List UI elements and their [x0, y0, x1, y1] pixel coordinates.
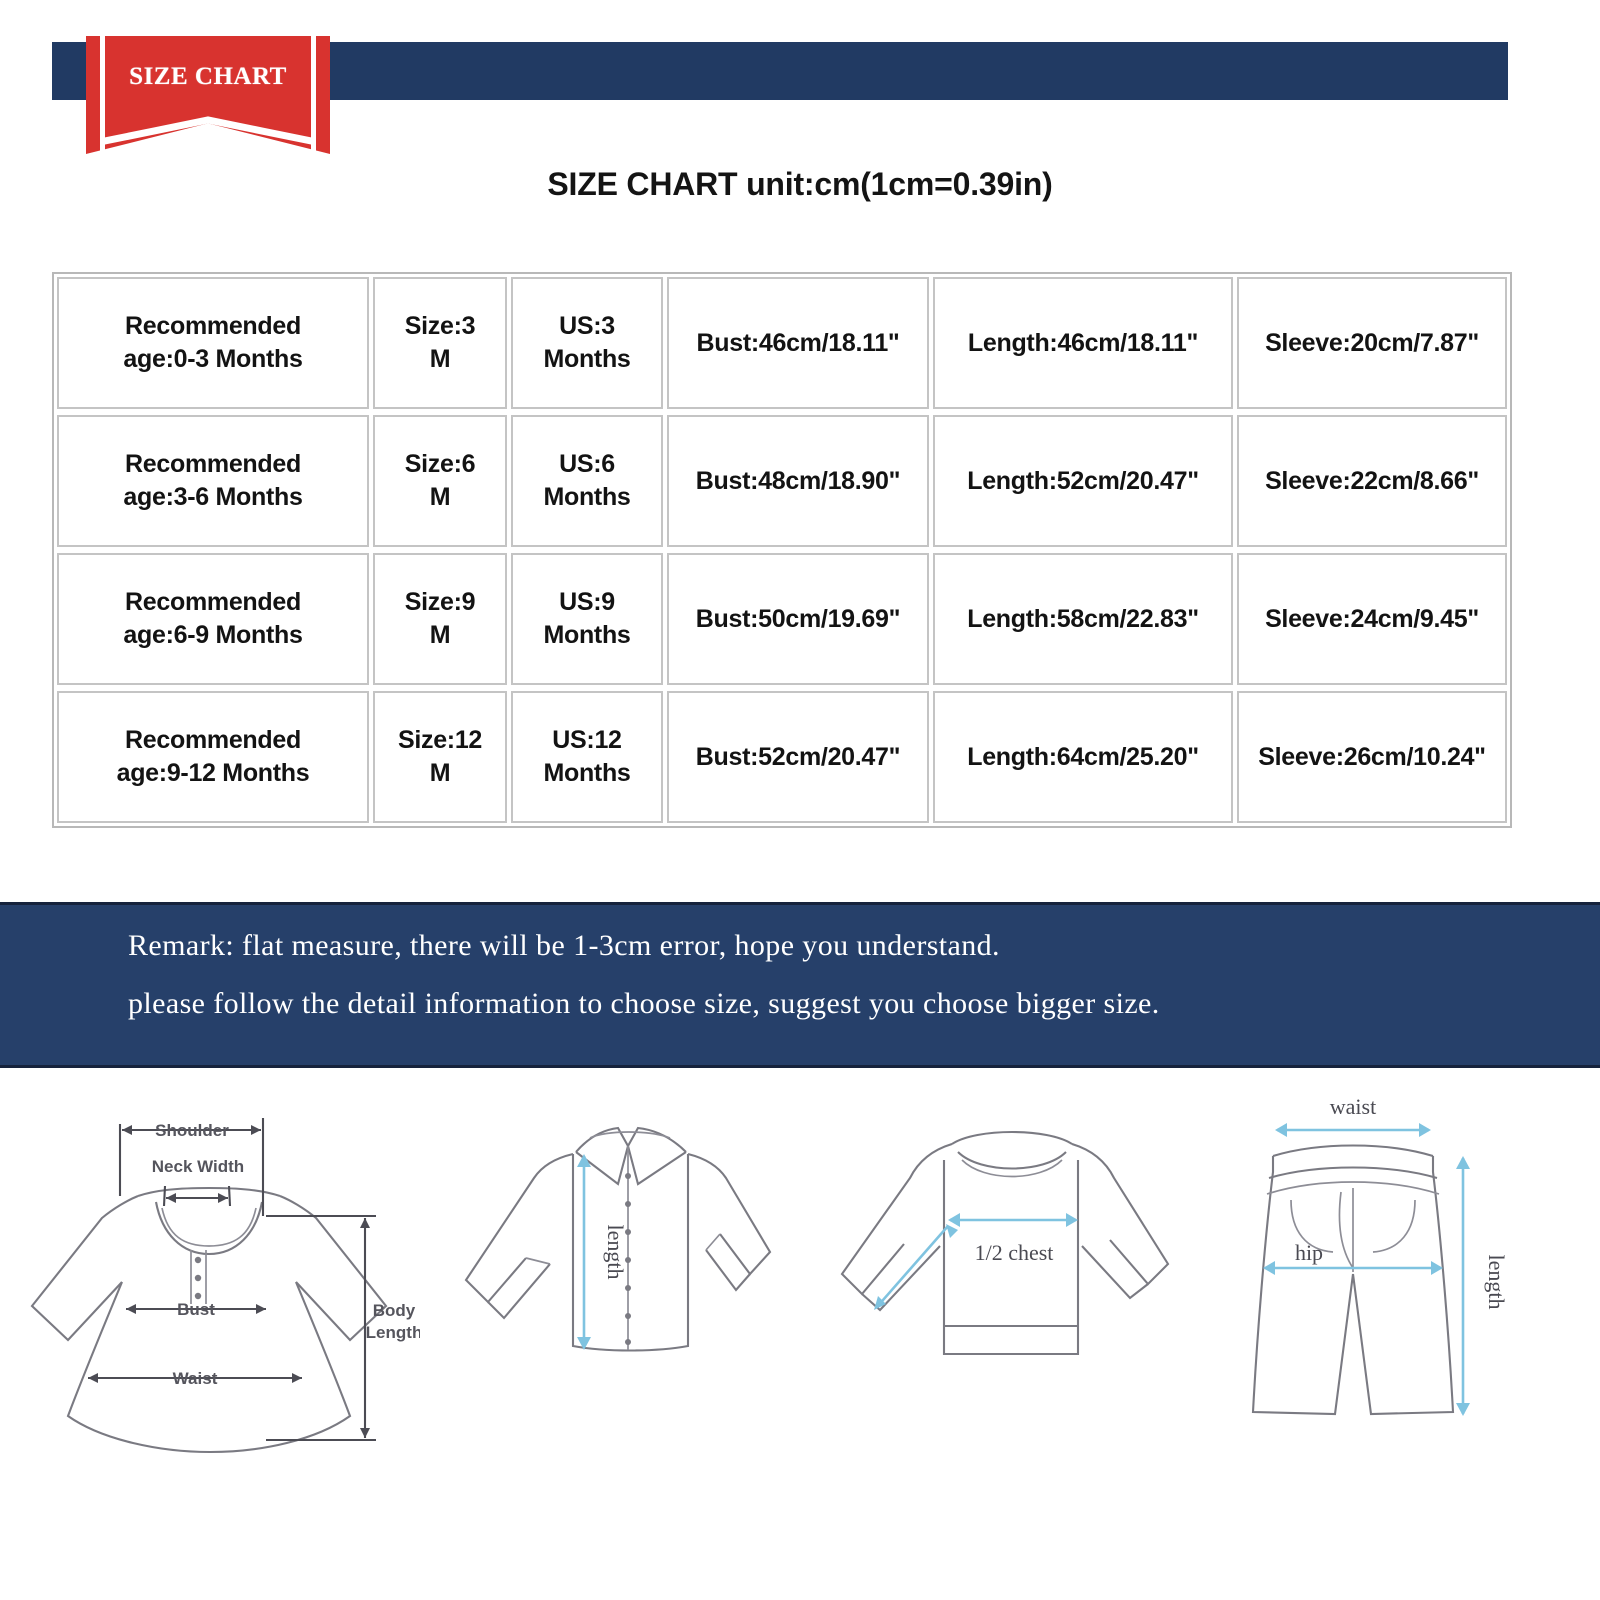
pants-label-waist: waist [1330, 1094, 1376, 1119]
remark-line-1: Remark: flat measure, there will be 1-3c… [128, 929, 1000, 962]
cell-size: Size:12 M [373, 691, 507, 823]
table-row: Recommended age:9-12 Months Size:12 M US… [54, 688, 1510, 826]
cell-bust: Bust:52cm/20.47" [667, 691, 929, 823]
cell-size: Size:3 M [373, 277, 507, 409]
cell-sleeve: Sleeve:26cm/10.24" [1237, 691, 1507, 823]
cell-length: Length:46cm/18.11" [933, 277, 1233, 409]
cell-age: Recommended age:0-3 Months [57, 277, 369, 409]
table-row: Recommended age:3-6 Months Size:6 M US:6… [54, 412, 1510, 550]
cell-size: Size:9 M [373, 553, 507, 685]
cell-length: Length:52cm/20.47" [933, 415, 1233, 547]
cell-us: US:6 Months [511, 415, 663, 547]
cell-sleeve: Sleeve:24cm/9.45" [1237, 553, 1507, 685]
size-chart-ribbon: SIZE CHART [86, 36, 330, 154]
pants-label-hip: hip [1295, 1240, 1323, 1265]
ribbon-inner-border [100, 36, 316, 154]
dress-label-length: Length [366, 1323, 420, 1342]
dress-label-waist: Waist [173, 1369, 218, 1388]
cell-bust: Bust:48cm/18.90" [667, 415, 929, 547]
cell-bust: Bust:50cm/19.69" [667, 553, 929, 685]
dress-label-neck-width: Neck Width [152, 1157, 244, 1176]
cell-sleeve: Sleeve:22cm/8.66" [1237, 415, 1507, 547]
page-title: SIZE CHART unit:cm(1cm=0.39in) [547, 166, 1053, 202]
table-row: Recommended age:0-3 Months Size:3 M US:3… [54, 274, 1510, 412]
cell-length: Length:58cm/22.83" [933, 553, 1233, 685]
cell-length: Length:64cm/25.20" [933, 691, 1233, 823]
table-row: Recommended age:6-9 Months Size:9 M US:9… [54, 550, 1510, 688]
remark-line-2: please follow the detail information to … [128, 987, 1160, 1020]
size-chart-table: Recommended age:0-3 Months Size:3 M US:3… [52, 272, 1512, 828]
ribbon-label: SIZE CHART [129, 63, 287, 90]
cell-sleeve: Sleeve:20cm/7.87" [1237, 277, 1507, 409]
pants-diagram: waist hip length [1195, 1068, 1565, 1468]
dress-label-bust: Bust [177, 1300, 215, 1319]
ribbon-chevron-icon [100, 116, 316, 146]
cell-bust: Bust:46cm/18.11" [667, 277, 929, 409]
pants-label-length: length [1484, 1255, 1509, 1310]
cell-age: Recommended age:9-12 Months [57, 691, 369, 823]
shirt-diagram: length [430, 1068, 790, 1458]
shirt-label-length: length [603, 1225, 628, 1280]
cell-us: US:12 Months [511, 691, 663, 823]
cell-age: Recommended age:3-6 Months [57, 415, 369, 547]
cell-age: Recommended age:6-9 Months [57, 553, 369, 685]
cell-us: US:9 Months [511, 553, 663, 685]
dress-diagram: Shoulder Neck Width Bust Waist B [10, 1068, 420, 1458]
sweatshirt-diagram: 1/2 chest [800, 1068, 1180, 1458]
sweatshirt-label-half-chest: 1/2 chest [975, 1240, 1054, 1265]
dress-label-shoulder: Shoulder [155, 1121, 229, 1140]
dress-label-body: Body [373, 1301, 416, 1320]
cell-us: US:3 Months [511, 277, 663, 409]
cell-size: Size:6 M [373, 415, 507, 547]
measurement-diagrams: Shoulder Neck Width Bust Waist B [0, 1068, 1600, 1468]
remark-band: Remark: flat measure, there will be 1-3c… [0, 902, 1600, 1068]
